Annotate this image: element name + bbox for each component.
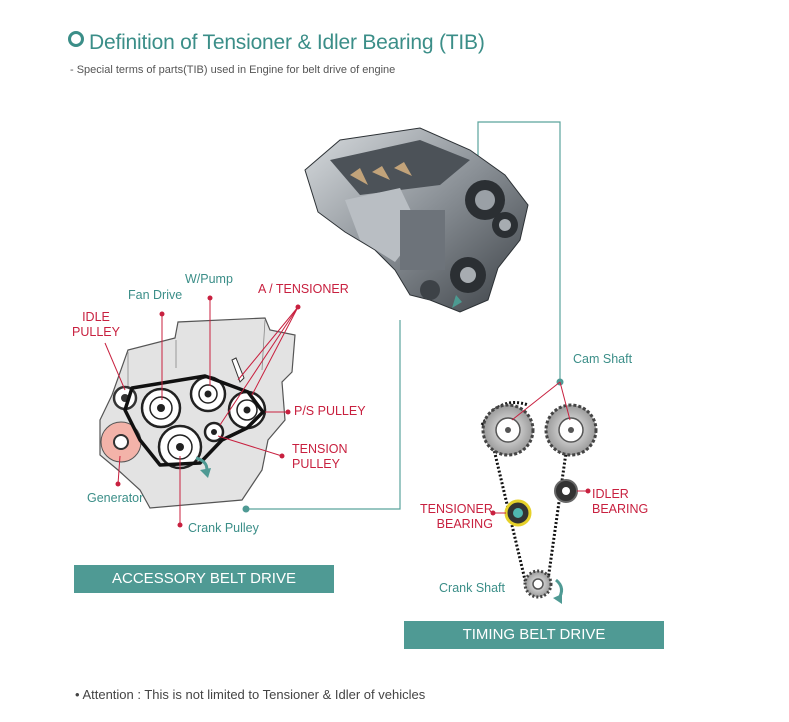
accessory-leader-dots bbox=[115, 295, 301, 528]
title-text: Definition of Tensioner & Idler Bearing … bbox=[89, 31, 485, 54]
timing-belt-drive-banner: TIMING BELT DRIVE bbox=[404, 621, 664, 649]
label-idle-pulley: IDLE PULLEY bbox=[72, 310, 120, 340]
label-ps-pulley: P/S PULLEY bbox=[294, 404, 366, 418]
accessory-leaders bbox=[104, 298, 299, 525]
accessory-belt-drive-banner: ACCESSORY BELT DRIVE bbox=[74, 565, 334, 593]
label-tensioner-bearing-line1: TENSIONER bbox=[420, 502, 493, 516]
accessory-engine-block bbox=[99, 317, 296, 509]
label-a-tensioner: A / TENSIONER bbox=[258, 282, 349, 296]
label-idler-bearing: IDLER BEARING bbox=[592, 487, 648, 517]
label-tensioner-bearing-line2: BEARING bbox=[436, 517, 493, 531]
page-title: Definition of Tensioner & Idler Bearing … bbox=[68, 31, 485, 55]
accessory-belt bbox=[123, 374, 265, 467]
circle-bullet-icon bbox=[68, 31, 84, 47]
connector-engine-to-timing bbox=[477, 121, 561, 380]
label-crank-shaft: Crank Shaft bbox=[439, 581, 506, 595]
label-idler-bearing-line1: IDLER bbox=[592, 487, 629, 501]
timing-leader-dots bbox=[490, 488, 591, 516]
label-cam-shaft: Cam Shaft bbox=[573, 352, 633, 366]
connector-dot-accessory bbox=[242, 505, 250, 513]
label-fan-drive: Fan Drive bbox=[128, 288, 183, 302]
accessory-pulleys bbox=[100, 357, 267, 478]
connector-engine-to-accessory bbox=[246, 320, 401, 510]
label-generator: Generator bbox=[87, 491, 144, 505]
label-w-pump: W/Pump bbox=[185, 272, 233, 286]
label-crank-pulley: Crank Pulley bbox=[188, 521, 259, 535]
attention-note: • Attention : This is not limited to Ten… bbox=[75, 687, 426, 702]
label-idle-pulley-line1: IDLE bbox=[82, 310, 110, 324]
label-tensioner-bearing: TENSIONER BEARING bbox=[420, 502, 493, 532]
label-tension-pulley-line2: PULLEY bbox=[292, 457, 340, 471]
label-idle-pulley-line2: PULLEY bbox=[72, 325, 120, 339]
label-tension-pulley-line1: TENSION bbox=[292, 442, 348, 456]
label-idler-bearing-line2: BEARING bbox=[592, 502, 649, 516]
connector-lines bbox=[246, 121, 561, 510]
label-tension-pulley: TENSION PULLEY bbox=[292, 442, 348, 472]
engine-illustration bbox=[304, 127, 529, 313]
page-subtitle: - Special terms of parts(TIB) used in En… bbox=[70, 64, 396, 76]
timing-drive bbox=[480, 401, 598, 604]
